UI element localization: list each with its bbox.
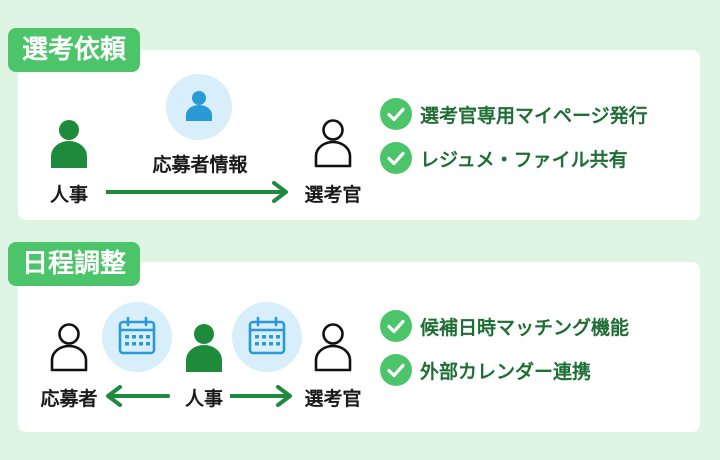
- hr-label: 人事: [185, 384, 223, 411]
- arrow-left-icon: [104, 384, 170, 408]
- applicant-label: 応募者: [40, 384, 97, 411]
- calendar-icon: [232, 302, 302, 372]
- selector-label: 選考官: [304, 384, 361, 411]
- feature-item: レジュメ・ファイル共有: [380, 142, 628, 174]
- applicant-person-icon: [48, 322, 90, 372]
- feature-item: 外部カレンダー連携: [380, 354, 591, 386]
- applicant-info-label: 応募者情報: [152, 150, 247, 177]
- selector-label: 選考官: [304, 180, 361, 207]
- calendar-icon: [102, 302, 172, 372]
- hr-label: 人事: [50, 180, 88, 207]
- check-circle-icon: [380, 98, 412, 130]
- selector-person-icon: [312, 118, 354, 168]
- hr-person-icon: [48, 118, 90, 168]
- feature-text: 外部カレンダー連携: [420, 357, 591, 384]
- feature-text: 選考官専用マイページ発行: [420, 101, 648, 128]
- section-tag-selection-request: 選考依頼: [8, 28, 140, 72]
- check-circle-icon: [380, 142, 412, 174]
- arrow-right-icon: [230, 384, 294, 408]
- selector-person-icon: [312, 322, 354, 372]
- arrow-right-icon: [106, 180, 292, 204]
- feature-text: 候補日時マッチング機能: [420, 313, 629, 340]
- applicant-info-icon: [166, 74, 232, 140]
- hr-person-icon: [183, 322, 225, 372]
- feature-item: 選考官専用マイページ発行: [380, 98, 648, 130]
- check-circle-icon: [380, 310, 412, 342]
- feature-text: レジュメ・ファイル共有: [420, 145, 628, 172]
- feature-item: 候補日時マッチング機能: [380, 310, 629, 342]
- check-circle-icon: [380, 354, 412, 386]
- section-tag-schedule-adjustment: 日程調整: [8, 242, 140, 286]
